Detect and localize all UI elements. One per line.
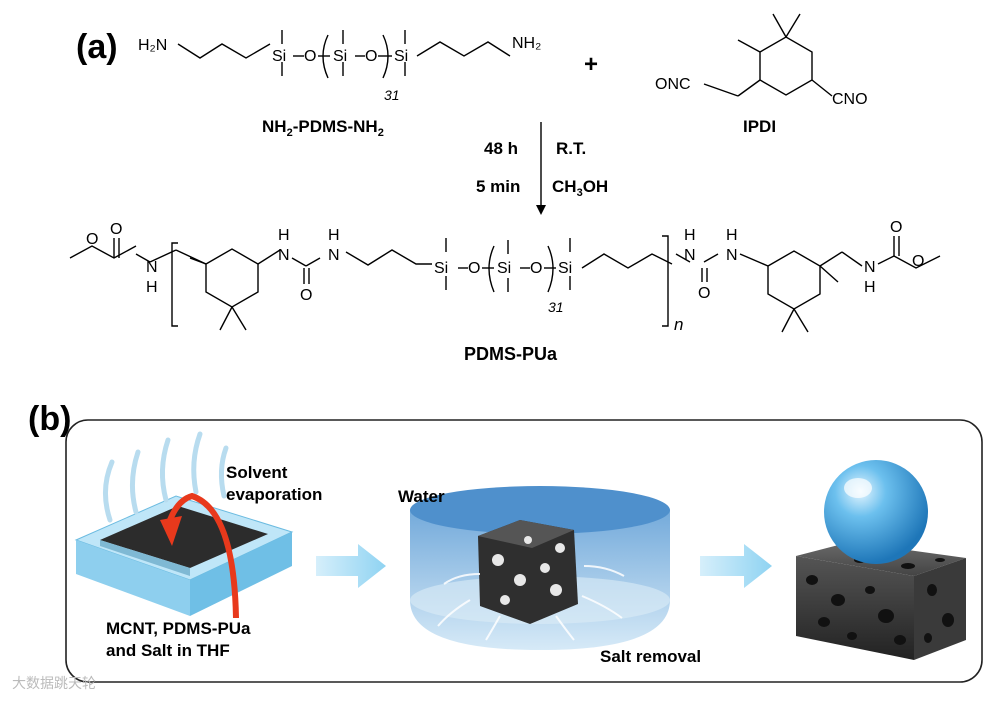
product-si-3: Si xyxy=(558,260,572,277)
watermark: 大数据跳天轮 xyxy=(12,675,96,691)
water-droplet xyxy=(824,460,928,564)
product-o-right-ester: O xyxy=(912,253,924,270)
product-h-urea-2: H xyxy=(328,227,340,244)
product-o-1: O xyxy=(468,260,480,277)
step2-top-label: Water xyxy=(398,487,445,506)
condition-solvent: CH3OH xyxy=(552,177,608,199)
product-h-urea-1: H xyxy=(278,227,290,244)
amine-o-2: O xyxy=(365,48,377,65)
product-n-label: n xyxy=(674,315,683,334)
red-stir-arrow xyxy=(167,492,239,619)
droplet-highlight xyxy=(844,478,872,498)
product-structure xyxy=(69,235,941,333)
step1-top-label: Solvent evaporation xyxy=(226,463,322,504)
amine-right-end: NH₂ xyxy=(512,35,541,52)
step1-bottom-label: MCNT, PDMS-PUa and Salt in THF xyxy=(106,619,251,660)
product-repeat-count: 31 xyxy=(548,299,564,315)
step1-top-line-2: evaporation xyxy=(226,485,322,504)
panel-b-frame xyxy=(65,419,983,683)
product-h-urea-3: H xyxy=(684,227,696,244)
panel-b-label: (b) xyxy=(28,400,71,438)
product-o-left-ester: O xyxy=(86,231,98,248)
product-name: PDMS-PUa xyxy=(464,344,558,364)
red-arrowhead xyxy=(160,516,182,546)
product-h-urea-4: H xyxy=(726,227,738,244)
product-n-right: N xyxy=(864,259,876,276)
ipdi-structure xyxy=(703,13,833,97)
product-n-urea-2: N xyxy=(328,247,340,264)
product-n-urea-3: N xyxy=(684,247,696,264)
step1-bottom-line-2: and Salt in THF xyxy=(106,641,230,660)
step2-bottom-label: Salt removal xyxy=(600,647,701,666)
amine-repeat-count: 31 xyxy=(384,87,400,103)
product-o-2: O xyxy=(530,260,542,277)
evaporation-tray xyxy=(74,495,294,616)
amine-left-end: H₂N xyxy=(138,37,167,54)
product-o-right-top: O xyxy=(890,219,902,236)
reactant-amine-pdms: H₂N xyxy=(138,30,511,79)
product-n-urea-4: N xyxy=(726,247,738,264)
plus-sign: + xyxy=(584,51,598,78)
product-h-left: H xyxy=(146,279,158,296)
condition-time-2: 5 min xyxy=(476,177,520,196)
product-o-urea-1: O xyxy=(300,287,312,304)
amine-si-3: Si xyxy=(394,48,408,65)
panel-a-label: (a) xyxy=(76,28,118,66)
amine-si-1: Si xyxy=(272,48,286,65)
step1-bottom-line-1: MCNT, PDMS-PUa xyxy=(106,619,251,638)
water-basin xyxy=(410,486,670,650)
reactant1-name: NH2-PDMS-NH2 xyxy=(262,117,384,139)
step1-top-line-1: Solvent xyxy=(226,463,288,482)
product-n-urea-1: N xyxy=(278,247,290,264)
product-h-right: H xyxy=(864,279,876,296)
transition-arrow-1 xyxy=(316,544,386,588)
transition-arrow-2 xyxy=(700,544,772,588)
vapor-arrows xyxy=(103,431,229,523)
amine-si-2: Si xyxy=(333,48,347,65)
ipdi-right-group: CNO xyxy=(832,91,868,108)
reaction-arrow xyxy=(536,122,546,215)
reactant2-name: IPDI xyxy=(743,117,776,136)
product-o-left-top: O xyxy=(110,221,122,238)
product-o-urea-2: O xyxy=(698,285,710,302)
ipdi-left-group: ONC xyxy=(655,76,691,93)
amine-o-1: O xyxy=(304,48,316,65)
condition-time-1: 48 h xyxy=(484,139,518,158)
condition-temp: R.T. xyxy=(556,139,586,158)
product-si-2: Si xyxy=(497,260,511,277)
product-n-left: N xyxy=(146,259,158,276)
product-si-1: Si xyxy=(434,260,448,277)
